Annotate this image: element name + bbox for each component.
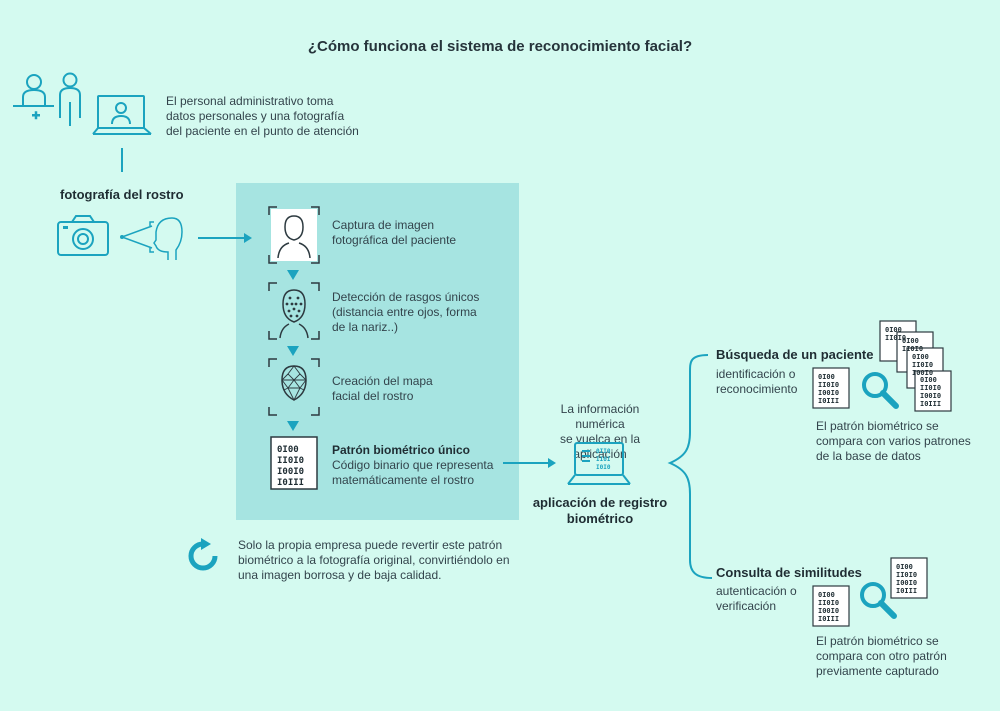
svg-text:0I00: 0I00 (902, 337, 919, 345)
svg-text:II0I0: II0I0 (920, 384, 941, 392)
step-down-arrow (287, 270, 299, 280)
svg-text:I00I0: I00I0 (277, 467, 304, 477)
intro-text: El personal administrativo toma datos pe… (166, 94, 359, 138)
svg-text:I00I0: I00I0 (818, 389, 839, 397)
svg-text:0I00: 0I00 (818, 373, 835, 381)
step-4-text: Patrón biométrico único Código binario q… (332, 443, 494, 487)
svg-text:II0I: II0I (596, 456, 611, 463)
laptop-face-icon (92, 95, 152, 135)
consult-title: Consulta de similitudes (716, 565, 862, 580)
revert-text: Solo la propia empresa puede revertir es… (238, 538, 510, 582)
svg-text:II0I0: II0I0 (912, 361, 933, 369)
svg-text:I00I0: I00I0 (912, 369, 933, 377)
page-title: ¿Cómo funciona el sistema de reconocimie… (307, 38, 693, 55)
svg-text:I0III: I0III (818, 397, 839, 405)
svg-text:I00I0: I00I0 (896, 579, 917, 587)
face-mesh-icon (268, 358, 320, 416)
binary-code-icon: 0I00 II0I0 I00I0 I0III (270, 436, 318, 490)
svg-text:I0III: I0III (277, 478, 304, 488)
svg-text:II0I0: II0I0 (885, 334, 906, 342)
consult-subtitle: autenticación o verificación (716, 584, 797, 613)
svg-text:II0I0: II0I0 (277, 456, 304, 466)
svg-text:II0I0: II0I0 (818, 599, 839, 607)
step-down-arrow (287, 346, 299, 356)
search-desc: El patrón biométrico se compara con vari… (816, 419, 971, 463)
svg-text:0I00: 0I00 (920, 376, 937, 384)
camera-icon (57, 215, 109, 256)
svg-text:0I00: 0I00 (818, 591, 835, 599)
magnifier-icon (862, 372, 899, 409)
staff-icon (13, 72, 81, 126)
svg-text:II0I0: II0I0 (896, 571, 917, 579)
app-label: aplicación de registro biométrico (532, 495, 668, 526)
svg-text:I0III: I0III (818, 615, 839, 623)
step-2-text: Detección de rasgos únicos (distancia en… (332, 290, 480, 334)
consult-desc: El patrón biométrico se compara con otro… (816, 634, 947, 678)
face-scan-icon (120, 217, 183, 260)
magnifier-icon (860, 582, 897, 619)
svg-text:0I00: 0I00 (896, 563, 913, 571)
search-title: Búsqueda de un paciente (716, 347, 874, 362)
svg-text:II0I0: II0I0 (902, 345, 923, 353)
laptop-app-icon: 0II0 II0I I0I0 (567, 442, 631, 485)
svg-text:I00I0: I00I0 (920, 392, 941, 400)
svg-text:0I00: 0I00 (277, 445, 299, 455)
arrow-head (244, 233, 252, 243)
face-capture-icon (268, 206, 320, 264)
svg-text:0I00: 0I00 (885, 326, 902, 334)
svg-text:I00I0: I00I0 (818, 607, 839, 615)
svg-text:I0I0: I0I0 (596, 464, 611, 471)
svg-text:0I00: 0I00 (912, 353, 929, 361)
face-points-icon (268, 282, 320, 340)
arrow-head (548, 458, 556, 468)
brace-bracket (667, 354, 713, 579)
photo-label: fotografía del rostro (60, 187, 184, 202)
svg-text:0II0: 0II0 (596, 448, 611, 455)
step-3-text: Creación del mapa facial del rostro (332, 374, 433, 403)
step-1-text: Captura de imagen fotográfica del pacien… (332, 218, 457, 247)
step-down-arrow (287, 421, 299, 431)
svg-text:I0III: I0III (896, 587, 917, 595)
svg-text:I0III: I0III (920, 400, 941, 408)
refresh-icon (188, 538, 218, 571)
search-subtitle: identificación o reconocimiento (716, 367, 798, 396)
svg-text:II0I0: II0I0 (818, 381, 839, 389)
